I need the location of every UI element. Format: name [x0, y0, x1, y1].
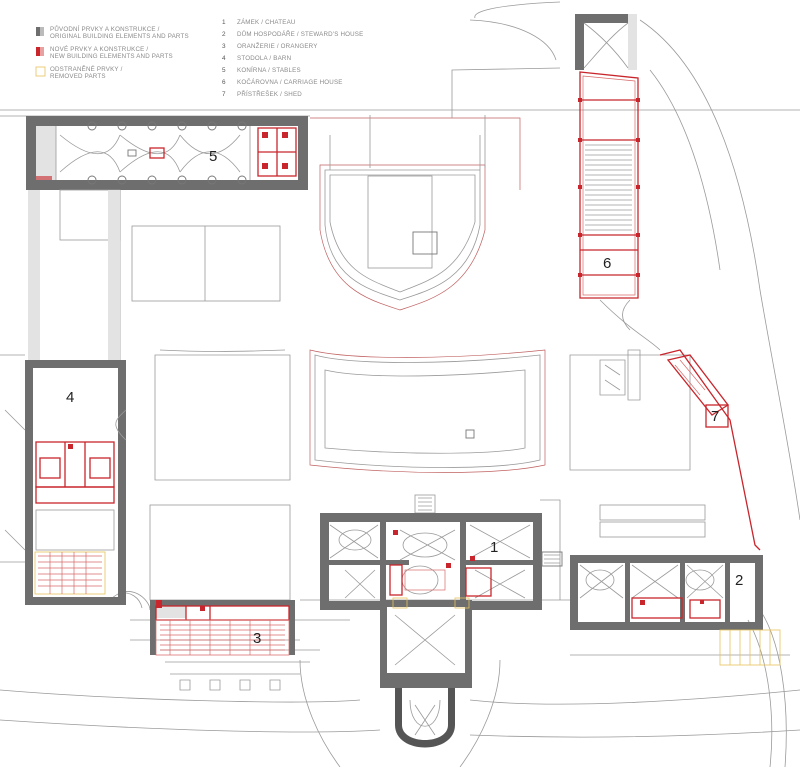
list-label-4: STODOLA / BARN	[237, 55, 291, 62]
list-num-6: 6	[222, 79, 226, 86]
legend-original-line2: ORIGINAL BUILDING ELEMENTS AND PARTS	[50, 33, 189, 40]
label-building-6: 6	[603, 255, 611, 272]
label-building-2: 2	[735, 572, 743, 589]
building-4-barn: 4	[4, 360, 127, 605]
label-building-7: 7	[711, 408, 719, 425]
legend-new-line1: NOVÉ PRVKY A KONSTRUKCE /	[50, 46, 148, 53]
list-label-7: PŘÍSTŘEŠEK / SHED	[237, 90, 302, 98]
list-label-5: KONÍRNA / STABLES	[237, 67, 301, 74]
list-num-7: 7	[222, 91, 226, 98]
building-2-stewards-house: 2	[570, 555, 781, 666]
list-label-3: ORANŽERIE / ORANGERY	[237, 42, 318, 50]
legend-removed-line2: REMOVED PARTS	[50, 73, 106, 80]
label-building-4: 4	[66, 389, 74, 406]
label-building-3: 3	[253, 630, 261, 647]
list-num-1: 1	[222, 19, 226, 26]
legend-swatch-removed	[35, 66, 46, 77]
building-1-chateau: 1	[320, 494, 563, 748]
list-num-2: 2	[222, 31, 226, 38]
building-list: 1 ZÁMEK / CHATEAU 2 DŮM HOSPODÁŘE / STEW…	[222, 19, 363, 98]
parterres	[130, 115, 706, 691]
list-label-2: DŮM HOSPODÁŘE / STEWARD'S HOUSE	[237, 30, 363, 38]
list-num-4: 4	[222, 55, 226, 62]
building-5-stables: 5	[26, 116, 308, 360]
list-num-5: 5	[222, 67, 226, 74]
legend-removed-line1: ODSTRANĚNÉ PRVKY /	[50, 65, 123, 73]
building-7-shed: 7	[599, 349, 761, 551]
list-num-3: 3	[222, 43, 226, 50]
legend-original-line1: PŮVODNÍ PRVKY A KONSTRUKCE /	[50, 26, 160, 33]
legend-new-line2: NEW BUILDING ELEMENTS AND PARTS	[50, 53, 173, 60]
list-label-1: ZÁMEK / CHATEAU	[237, 19, 296, 26]
legend-swatch-new	[36, 47, 40, 56]
building-6-carriage-house: 6	[575, 14, 640, 331]
building-3-orangery: 3	[150, 600, 295, 656]
list-label-6: KOČÁROVNA / CARRIAGE HOUSE	[237, 79, 343, 86]
legend: PŮVODNÍ PRVKY A KONSTRUKCE / ORIGINAL BU…	[35, 26, 189, 80]
label-building-5: 5	[209, 148, 217, 165]
legend-swatch-original	[36, 27, 40, 36]
label-building-1: 1	[490, 539, 498, 556]
